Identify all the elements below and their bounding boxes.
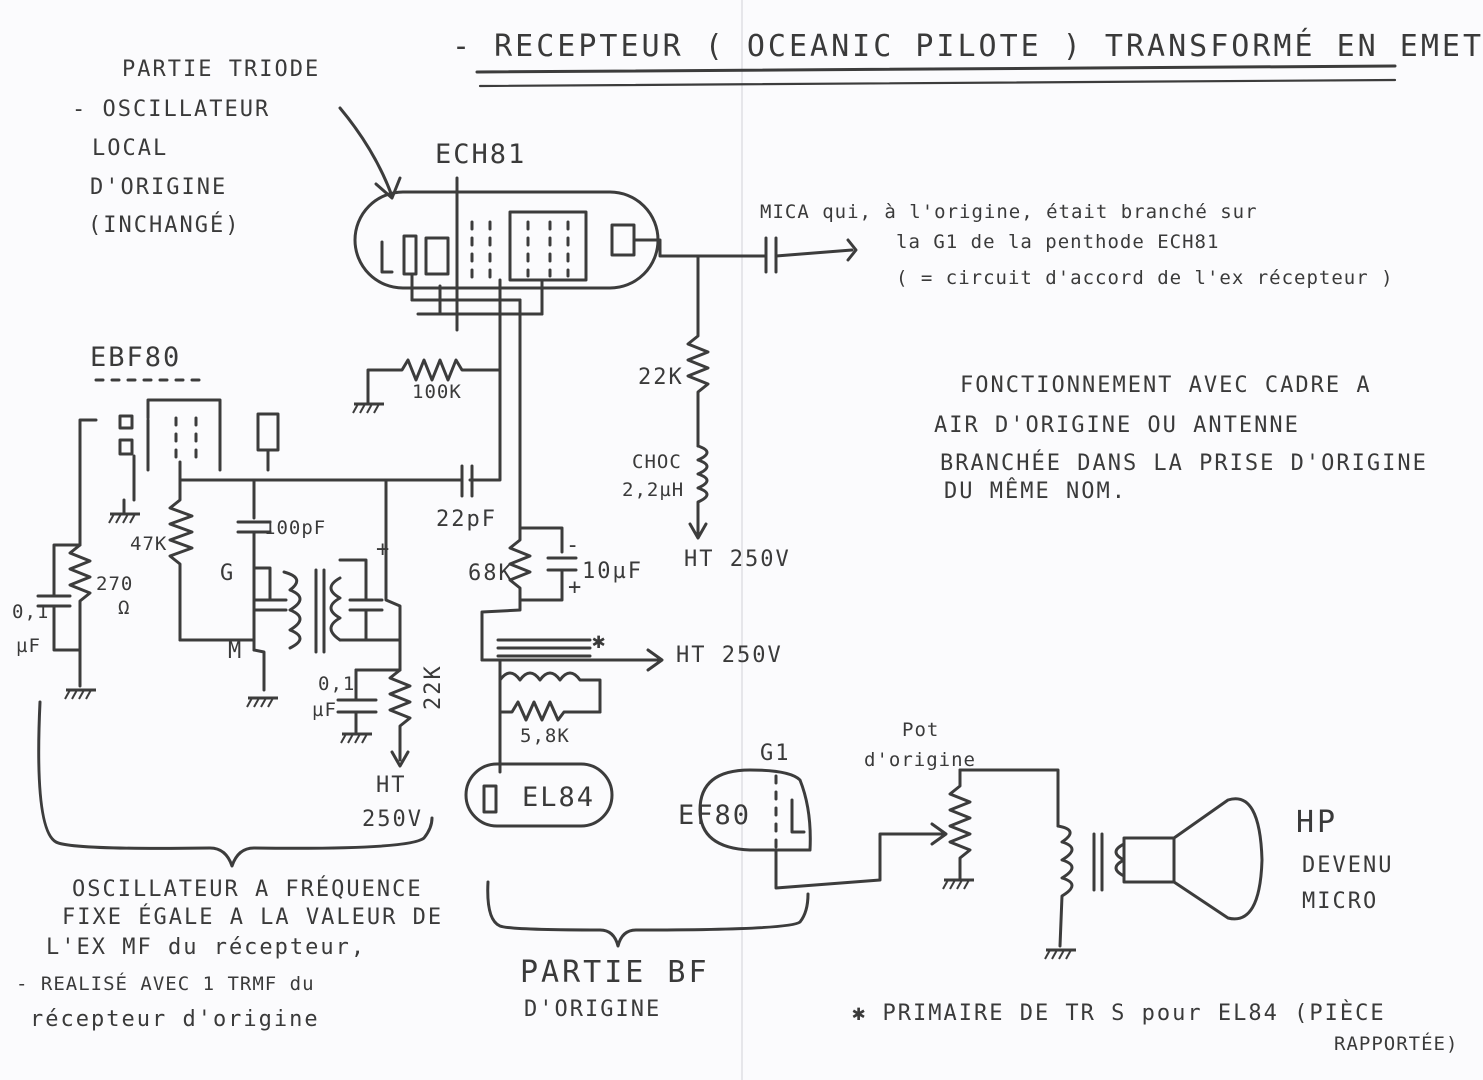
note-fonctionnement: FONCTIONNEMENT AVEC CADRE A AIR D'ORIGIN… [934,373,1428,504]
triode-arrow-head [374,176,402,200]
capacitor-100pf: 100pF G [220,478,326,586]
if-transformer: M [178,554,402,709]
svg-text:DU MÊME NOM.: DU MÊME NOM. [944,478,1127,504]
svg-text:- RECEPTEUR ( OCEANIC PILOTE ): - RECEPTEUR ( OCEANIC PILOTE ) TRANSFORM… [452,28,1483,64]
svg-text:47K: 47K [130,533,167,555]
svg-text:µF: µF [312,699,337,721]
ebf80-plate-bus [178,460,388,562]
output-transformer: ✱ HT 250V 5,8K [480,629,783,774]
svg-text:0,1: 0,1 [12,601,49,623]
bf-bracket [486,880,810,948]
svg-text:100pF: 100pF [264,517,326,539]
svg-text:HT: HT [376,773,407,798]
svg-text:PARTIE BF: PARTIE BF [520,955,710,990]
svg-text:FIXE ÉGALE A LA VALEUR DE: FIXE ÉGALE A LA VALEUR DE [62,904,443,930]
potentiometer: Pot d'origine [864,719,1060,891]
svg-text:22K: 22K [421,664,446,710]
svg-text:EL84: EL84 [522,782,595,813]
resistor-47k: 47K [130,478,194,642]
svg-text:Pot: Pot [902,719,939,741]
svg-text:la G1 de la penthode ECH81: la G1 de la penthode ECH81 [896,231,1219,253]
resistor-100k: 100K [351,320,502,415]
svg-text:+: + [568,575,583,600]
oscillator-bracket [37,700,434,868]
capacitor-22pf: 22pF [436,464,497,532]
ech81-label: ECH81 [435,139,526,170]
resistor-270: 270 Ω [68,446,133,688]
el84-supply-wire [480,598,522,662]
plus-mark: + [376,537,391,562]
svg-text:HT 250V: HT 250V [676,643,783,668]
note-mica: MICA qui, à l'origine, était branché sur… [760,201,1394,289]
svg-text:250V: 250V [362,807,423,832]
svg-text:D'ORIGINE: D'ORIGINE [90,175,227,200]
svg-text:0,1: 0,1 [318,673,355,695]
svg-text:(INCHANGÉ): (INCHANGÉ) [88,212,240,238]
svg-text:100K: 100K [412,381,462,403]
page-title: - RECEPTEUR ( OCEANIC PILOTE ) TRANSFORM… [452,28,1483,88]
el84-tube: EL84 [464,762,614,828]
svg-text:5,8K: 5,8K [520,725,570,747]
svg-text:M: M [228,639,243,664]
resistor-68k: 68K [468,526,532,602]
svg-text:2,2µH: 2,2µH [622,479,684,501]
hp-transformer [1043,824,1126,961]
svg-text:LOCAL: LOCAL [92,136,168,161]
choc-inductor: CHOC 2,2µH HT 250V [622,444,791,572]
svg-text:DEVENU: DEVENU [1302,853,1393,878]
svg-text:PARTIE TRIODE: PARTIE TRIODE [122,57,320,82]
svg-text:-: - [566,533,581,558]
svg-text:d'origine: d'origine [864,749,976,771]
note-primaire: ✱ PRIMAIRE DE TR S pour EL84 (PIÈCE RAPP… [852,1000,1458,1055]
svg-text:270: 270 [96,573,133,595]
svg-text:22K: 22K [638,365,684,390]
ht-low-label: HT 250V [362,773,423,832]
svg-text:RAPPORTÉE): RAPPORTÉE) [1334,1032,1458,1055]
svg-text:10µF: 10µF [582,559,643,584]
capacitor-10uf: - + 10µF [518,526,643,602]
capacitor-01-mid: 0,1 µF [312,668,402,745]
svg-text:BRANCHÉE DANS LA PRISE D'ORIGI: BRANCHÉE DANS LA PRISE D'ORIGINE [940,450,1428,476]
resistor-22k-top: 22K [638,254,710,448]
ebf80-tube [78,398,280,525]
svg-text:FONCTIONNEMENT AVEC CADRE A: FONCTIONNEMENT AVEC CADRE A [960,373,1372,398]
svg-text:EF80: EF80 [678,800,751,831]
svg-text:OSCILLATEUR A FRÉQUENCE: OSCILLATEUR A FRÉQUENCE [72,876,423,902]
svg-text:✱: ✱ [592,629,607,654]
svg-text:récepteur d'origine: récepteur d'origine [30,1007,320,1032]
note-hp: HP DEVENU MICRO [1296,805,1393,914]
note-partie-bf: PARTIE BF D'ORIGINE [520,955,710,1022]
svg-text:AIR D'ORIGINE OU ANTENNE: AIR D'ORIGINE OU ANTENNE [934,413,1300,438]
ech81-tube [353,176,660,332]
svg-text:CHOC: CHOC [632,451,682,473]
svg-text:22pF: 22pF [436,507,497,532]
svg-text:HP: HP [1296,805,1338,840]
svg-text:68K: 68K [468,561,514,586]
svg-text:EBF80: EBF80 [90,342,181,373]
svg-text:G1: G1 [760,741,791,766]
svg-text:- REALISÉ AVEC 1 TRMF du: - REALISÉ AVEC 1 TRMF du [16,972,315,995]
note-oscillateur: OSCILLATEUR A FRÉQUENCE FIXE ÉGALE A LA … [16,876,443,1032]
triode-arrow [338,106,394,198]
resistor-22k-mid: 22K [388,638,446,768]
svg-text:✱ PRIMAIRE DE TR S pour EL84 (: ✱ PRIMAIRE DE TR S pour EL84 (PIÈCE [852,1000,1386,1026]
speaker-icon [1122,797,1264,921]
svg-text:HT 250V: HT 250V [684,547,791,572]
svg-text:µF: µF [16,635,41,657]
svg-text:- OSCILLATEUR: - OSCILLATEUR [72,97,270,122]
note-triode: PARTIE TRIODE - OSCILLATEUR LOCAL D'ORIG… [72,57,320,238]
svg-text:MICA qui, à l'origine, était b: MICA qui, à l'origine, était branché sur [760,201,1258,223]
svg-text:G: G [220,561,235,586]
capacitor-01-left: 0,1 µF [12,543,98,701]
svg-text:D'ORIGINE: D'ORIGINE [524,997,661,1022]
svg-text:MICRO: MICRO [1302,889,1378,914]
svg-text:Ω: Ω [118,597,130,619]
mica-capacitor [632,236,858,274]
ef80-tube: G1 EF80 [678,741,948,890]
svg-text:L'EX MF du récepteur,: L'EX MF du récepteur, [46,935,366,960]
svg-text:( = circuit d'accord de l'ex r: ( = circuit d'accord de l'ex récepteur ) [896,267,1394,289]
grid-wire [468,368,502,482]
ebf80-label: EBF80 [90,342,208,382]
